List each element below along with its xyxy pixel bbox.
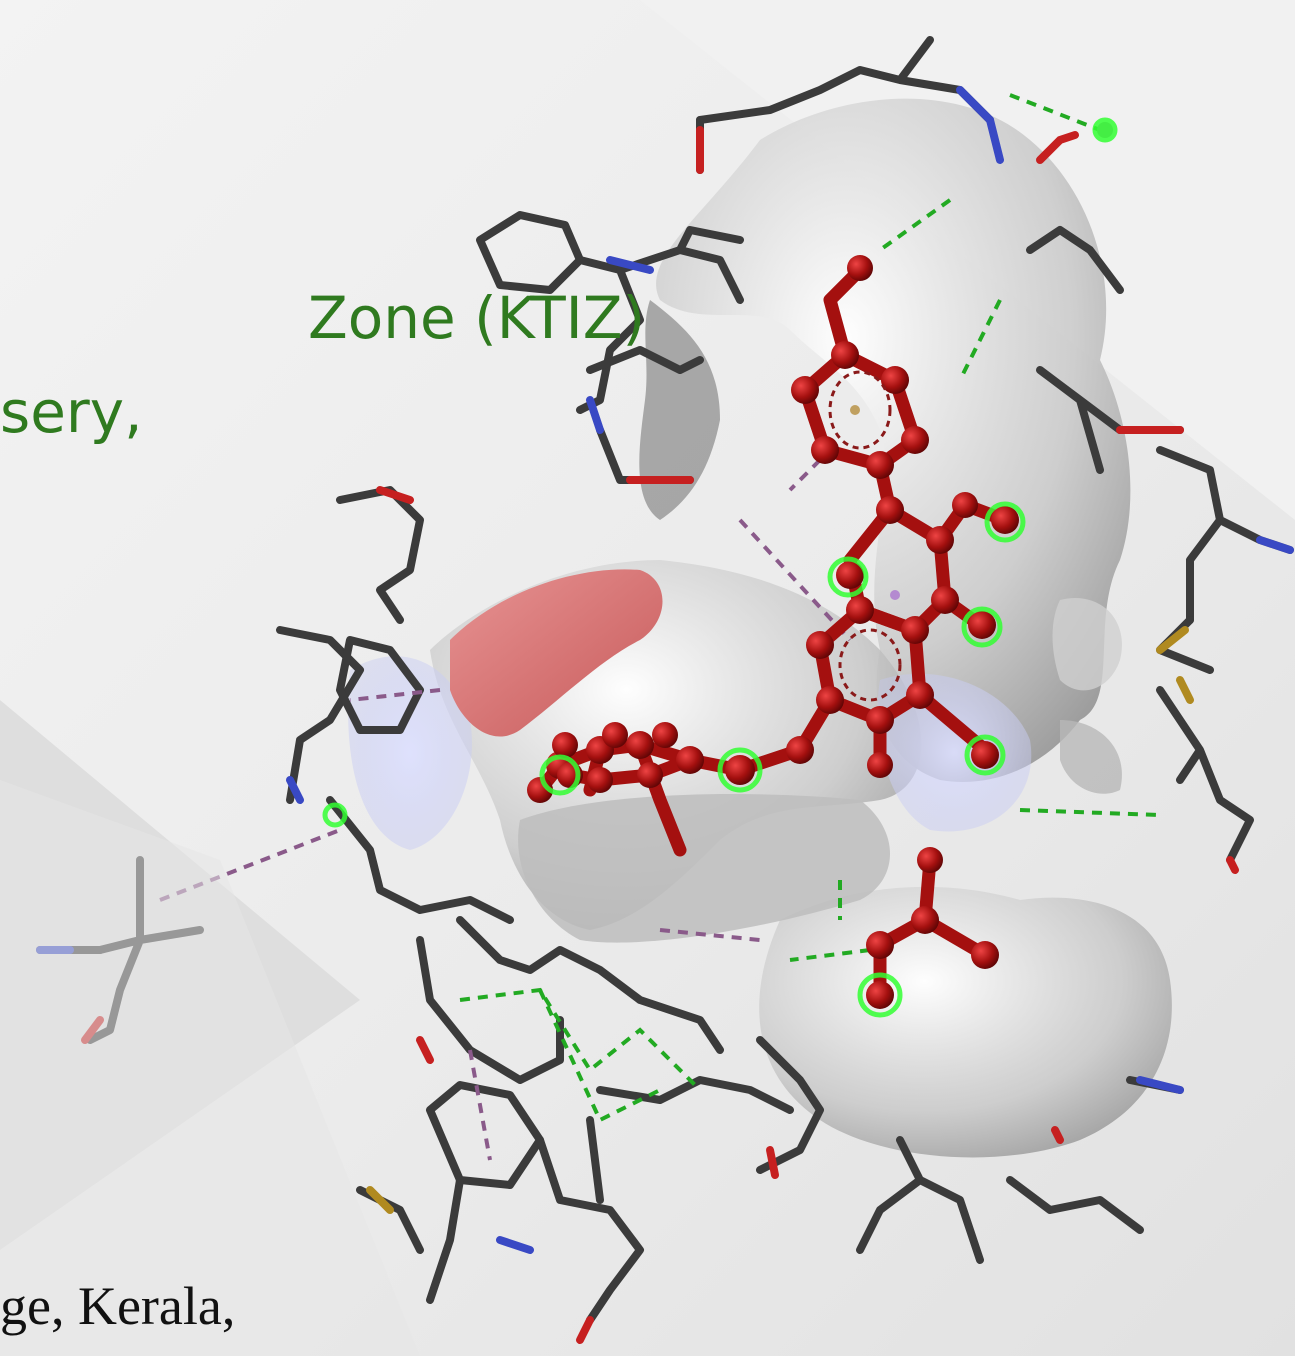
slide-title-line1: Zone (KTIZ)	[308, 284, 646, 352]
background-shade	[0, 780, 420, 1356]
ligand-molecule	[527, 255, 1019, 1009]
water-molecule	[1097, 122, 1113, 138]
affiliation-text: ge, Kerala,	[0, 1276, 236, 1336]
hbond-atom-markers	[322, 117, 1118, 1018]
charged-surface-patch	[450, 569, 663, 737]
slide-title-line2: sery,	[0, 378, 143, 446]
interaction-lines	[159, 93, 1161, 1161]
